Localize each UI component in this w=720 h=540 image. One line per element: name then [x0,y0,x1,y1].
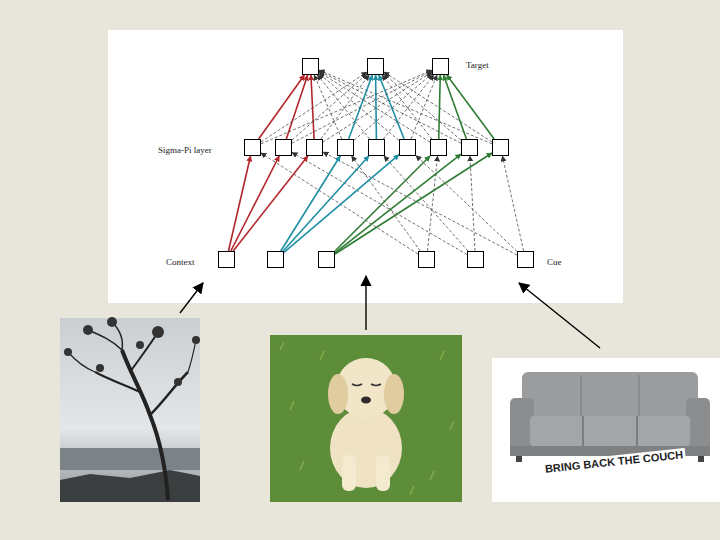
unit-box [368,139,385,156]
weight-connector [319,74,399,141]
weight-connector [335,154,461,253]
weight-connector [319,71,461,143]
weight-connector [317,75,369,139]
weight-connector [427,156,437,251]
weight-connector [261,70,432,144]
puppy-photo [270,335,462,502]
weight-connector [292,71,432,143]
weight-connector [383,75,434,139]
weight-connector [447,75,494,139]
unit-box [399,139,416,156]
unit-box [432,58,449,75]
weight-connector [323,72,432,142]
weight-connector [375,75,377,139]
unit-box [430,139,447,156]
weight-connector [319,70,492,144]
weight-connector [382,75,432,139]
weight-connector [384,72,492,142]
weight-connector [231,156,279,251]
unit-box [267,251,284,268]
weight-connector [292,74,367,140]
weight-connector [311,75,314,139]
weight-connector [354,74,432,141]
unit-box [461,139,478,156]
unit-box [306,139,323,156]
layer-label: Context [166,258,195,268]
pointer-arrow [365,276,366,330]
weight-connector [384,156,468,251]
unit-box [337,139,354,156]
weight-connector [281,156,340,251]
weight-connector [335,156,430,251]
weight-connector [502,156,523,251]
unit-box [492,139,509,156]
weight-connector [444,75,467,139]
unit-box [318,251,335,268]
weight-connector [292,152,467,254]
weight-connector [379,75,404,139]
tree-photo [60,317,200,502]
unit-box [218,251,235,268]
weight-connector [470,156,475,251]
layer-label: Sigma-Pi layer [158,146,212,156]
pointer-arrow [180,283,203,313]
weight-connector [228,156,250,251]
pointer-arrow [519,283,600,348]
weight-connector [335,153,492,254]
diagram-panel [108,30,623,303]
weight-connector [439,75,441,139]
unit-box [367,58,384,75]
weight-connector [323,152,517,255]
unit-box [275,139,292,156]
layer-label: Cue [547,258,562,268]
couch-photo [492,358,720,502]
weight-connector [319,72,430,142]
layer-label: Target [466,61,489,71]
unit-box [418,251,435,268]
weight-connector [321,75,369,139]
unit-box [244,139,261,156]
unit-box [467,251,484,268]
weight-connector [411,75,437,139]
weight-connector [384,74,461,140]
unit-box [517,251,534,268]
unit-box [302,58,319,75]
weight-connector [349,75,373,139]
